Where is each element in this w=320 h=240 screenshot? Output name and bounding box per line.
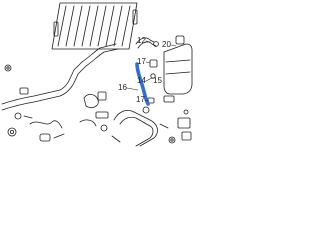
diagram-drawing [1, 2, 193, 147]
radiator-core [51, 2, 138, 50]
callout-16: 16 [118, 83, 127, 92]
center-fittings [79, 91, 109, 132]
lower-pipe-assembly [111, 106, 158, 147]
left-fittings [4, 64, 65, 142]
callout-17-upper: 17 [137, 57, 146, 66]
lower-coolant-hose [1, 43, 119, 111]
callout-17-lower: 17 [136, 95, 145, 104]
coolant-reservoir [163, 35, 193, 103]
parts-diagram: 12 20 17 14 15 16 17 [0, 0, 200, 147]
callout-14: 14 [137, 76, 146, 85]
leader-lines [126, 40, 177, 102]
upper-hose [135, 37, 159, 49]
bracket-and-bolts [159, 109, 192, 144]
callout-12: 12 [137, 36, 146, 45]
callout-15: 15 [153, 76, 162, 85]
callout-20: 20 [162, 40, 171, 49]
